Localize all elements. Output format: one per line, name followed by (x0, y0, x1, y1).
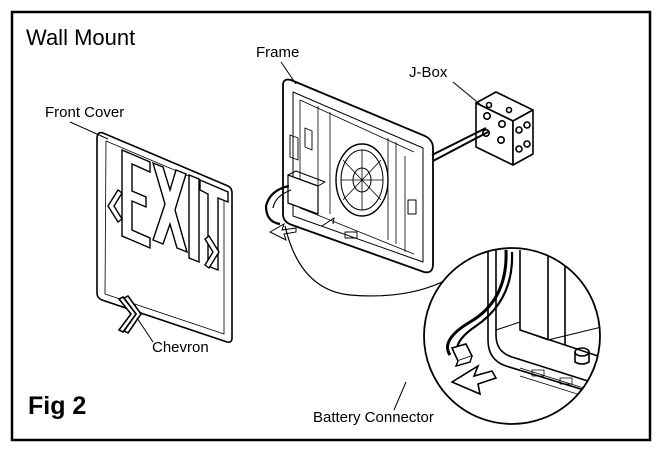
front-cover-label: Front Cover (45, 104, 125, 121)
chevron-icon (117, 294, 142, 335)
zoom-leader (284, 225, 451, 297)
diagram-title: Wall Mount (26, 25, 136, 50)
detail-zoom-outline (423, 247, 601, 425)
detail-zoom (424, 248, 600, 424)
sign-chevrons (107, 188, 220, 270)
battery-wire (264, 184, 290, 226)
battery-connector-label: Battery Connector (313, 409, 434, 426)
jbox-label: J-Box (409, 64, 448, 81)
leader-lines (69, 61, 483, 411)
frame (282, 78, 434, 274)
arrow-icon (450, 364, 498, 396)
exit-lettering (121, 148, 229, 272)
frame-label: Frame (256, 44, 300, 61)
insert-arrow-icon (268, 222, 297, 241)
j-box (475, 91, 534, 166)
figure-label: Fig 2 (28, 392, 87, 420)
chevron-label: Chevron (152, 339, 209, 356)
figure-border (10, 10, 652, 442)
